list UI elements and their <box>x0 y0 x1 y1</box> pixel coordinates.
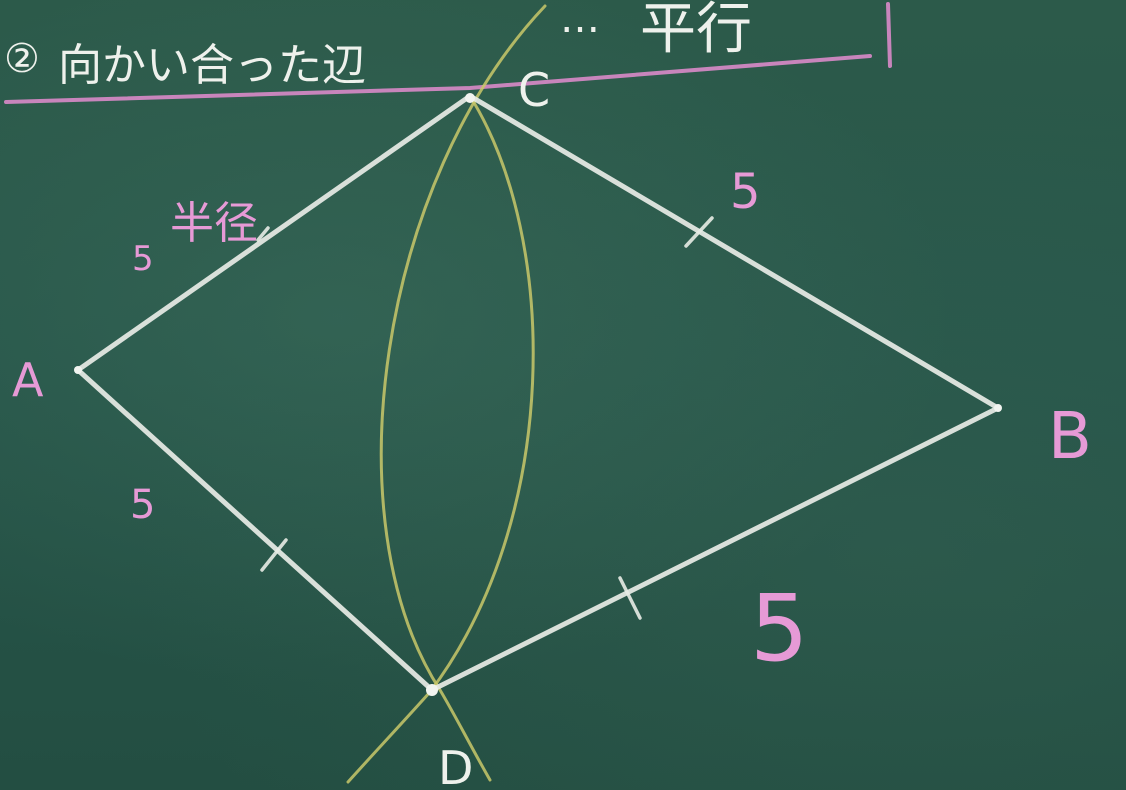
label-db-length: 5 <box>750 575 809 682</box>
tick-mark-cb <box>684 216 714 248</box>
header-result: 平行 <box>640 0 752 62</box>
compass-arc-right <box>346 94 535 784</box>
side-db <box>429 405 1001 693</box>
header-underline <box>4 54 872 104</box>
label-ad-length: 5 <box>130 482 155 528</box>
tick-mark-db <box>618 576 642 620</box>
vertex-point-b <box>994 404 1002 412</box>
vertex-label-c: C <box>518 63 550 117</box>
header-phrase: 向かい合った辺 <box>58 40 366 91</box>
tick-mark-ad <box>260 538 288 572</box>
label-cb-length: 5 <box>730 164 761 220</box>
side-ad <box>75 367 435 693</box>
side-ac <box>75 93 473 373</box>
vertex-label-d: D <box>438 741 473 790</box>
header-right-stroke <box>886 2 892 68</box>
vertex-label-a: A <box>12 353 44 407</box>
header-note: ② 向かい合った辺 … 平行 <box>4 0 752 91</box>
header-ellipsis: … <box>560 0 600 42</box>
vertex-point-c <box>465 93 475 103</box>
compass-arc-left <box>379 4 547 782</box>
vertex-point-a <box>74 366 82 374</box>
vertex-point-d <box>426 684 438 696</box>
label-ac-radius: 半径 <box>170 198 258 249</box>
circled-number: ② <box>4 36 40 82</box>
label-ac-length: 5 <box>132 239 154 279</box>
tick-mark-ac <box>256 226 270 242</box>
side-cb <box>467 93 1001 411</box>
vertex-label-b: B <box>1048 400 1092 474</box>
